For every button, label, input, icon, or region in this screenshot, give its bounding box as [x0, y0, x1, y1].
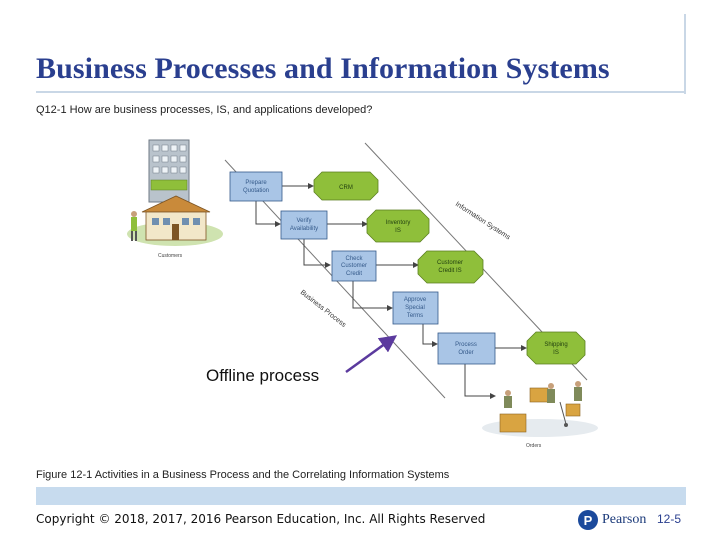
- svg-text:Availability: Availability: [290, 226, 318, 232]
- footer-band: [36, 487, 686, 505]
- orders-label: Orders: [526, 443, 542, 449]
- svg-text:Verify: Verify: [296, 218, 311, 224]
- svg-text:Customer: Customer: [341, 263, 367, 269]
- svg-text:Prepare: Prepare: [245, 180, 267, 186]
- system-inventory-is: Inventory IS: [366, 209, 430, 243]
- svg-text:CRM: CRM: [339, 185, 353, 191]
- svg-text:Credit: Credit: [346, 271, 362, 277]
- activity-verify-availability: Verify Availability: [280, 210, 328, 240]
- svg-text:Special: Special: [405, 305, 425, 311]
- svg-text:Check: Check: [345, 256, 363, 262]
- activity-approve-special-terms: Approve Special Terms: [392, 291, 439, 325]
- orders-illustration: [482, 381, 598, 437]
- customers-illustration: [127, 139, 223, 246]
- activity-check-customer-credit: Check Customer Credit: [331, 250, 377, 282]
- svg-text:IS: IS: [395, 228, 401, 234]
- title-side-rule: [684, 14, 686, 94]
- svg-text:Quotation: Quotation: [243, 188, 269, 194]
- section-subtitle: Q12-1 How are business processes, IS, an…: [36, 104, 373, 116]
- copyright-notice: Copyright © 2018, 2017, 2016 Pearson Edu…: [36, 512, 486, 526]
- business-process-label: Business Process: [299, 289, 348, 329]
- svg-text:Approve: Approve: [404, 297, 427, 303]
- activity-prepare-quotation: Prepare Quotation: [229, 171, 283, 202]
- title-divider: [36, 91, 684, 93]
- svg-text:IS: IS: [553, 350, 559, 356]
- figure-caption: Figure 12-1 Activities in a Business Pro…: [36, 469, 450, 481]
- system-crm: CRM: [313, 171, 379, 201]
- page-title: Business Processes and Information Syste…: [36, 52, 610, 85]
- pearson-logo-icon: P: [578, 510, 598, 530]
- svg-text:Shipping: Shipping: [544, 342, 567, 348]
- svg-text:Credit IS: Credit IS: [438, 268, 461, 274]
- svg-text:Process: Process: [455, 342, 477, 348]
- slide-number: 12-5: [657, 512, 682, 526]
- svg-text:Order: Order: [458, 350, 473, 356]
- system-shipping-is: Shipping IS: [526, 331, 586, 365]
- svg-text:Terms: Terms: [407, 313, 423, 319]
- system-customer-credit-is: Customer Credit IS: [417, 250, 484, 284]
- offline-process-arrow: [345, 335, 398, 374]
- pearson-logo: P Pearson: [578, 510, 646, 530]
- activity-process-order: Process Order: [437, 332, 496, 365]
- information-systems-label: Information Systems: [454, 201, 512, 242]
- svg-text:Inventory: Inventory: [386, 220, 411, 226]
- pearson-wordmark: Pearson: [602, 512, 647, 527]
- customers-label: Customers: [158, 253, 183, 259]
- offline-process-callout: Offline process: [206, 366, 320, 386]
- svg-text:Customer: Customer: [437, 260, 463, 266]
